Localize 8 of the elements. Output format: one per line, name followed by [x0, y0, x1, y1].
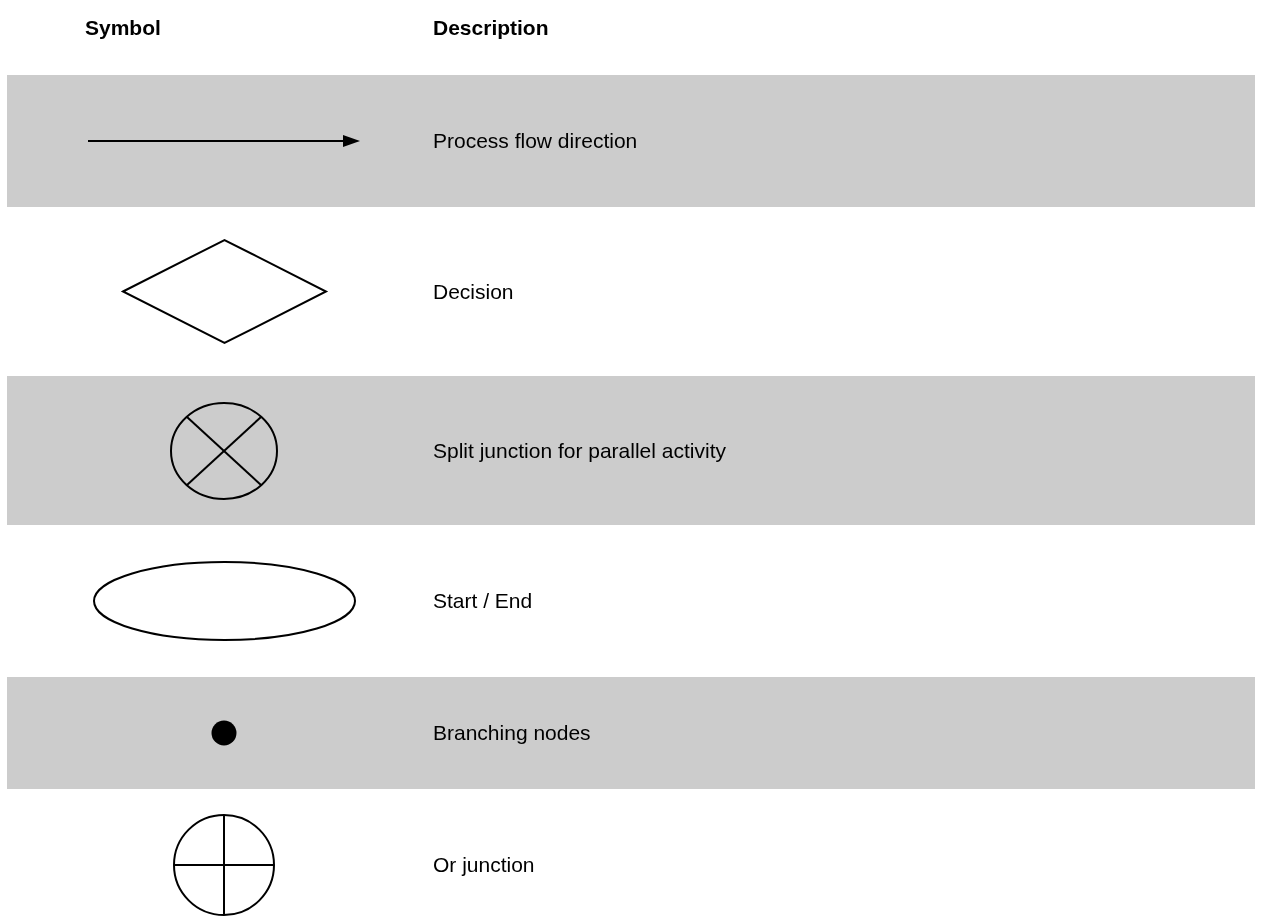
legend-text: Start / End [433, 589, 533, 613]
legend-text: Or junction [433, 853, 535, 877]
legend-text: Process flow direction [433, 129, 638, 153]
legend-text: Branching nodes [433, 721, 591, 745]
legend-text: Decision [433, 279, 514, 304]
legend-text: Split junction for parallel activity [433, 438, 726, 463]
column-header: Description [433, 16, 549, 40]
column-header: Symbol [85, 16, 161, 40]
